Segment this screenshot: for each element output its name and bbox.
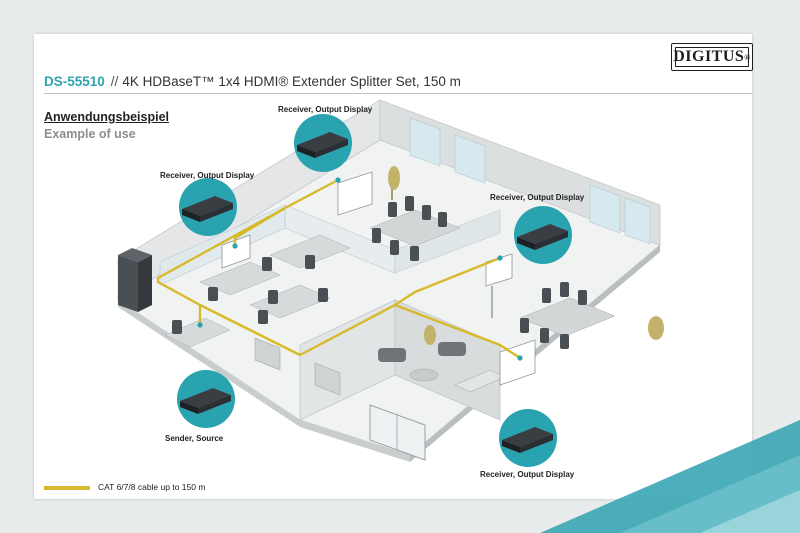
legend-cable-swatch — [44, 486, 90, 490]
desk — [164, 317, 231, 348]
connection-point — [197, 322, 203, 328]
sofa — [438, 342, 466, 356]
product-code: DS-55510 — [44, 74, 105, 89]
chair — [438, 212, 447, 227]
chair — [542, 288, 551, 303]
chair — [372, 228, 381, 243]
chair — [410, 246, 419, 261]
logo-mark: ® — [744, 52, 751, 62]
plant — [648, 316, 664, 340]
chair — [422, 205, 431, 220]
desk — [249, 284, 331, 319]
chair — [560, 282, 569, 297]
plant — [424, 325, 436, 345]
door — [369, 404, 426, 461]
door — [254, 337, 281, 371]
chair — [388, 202, 397, 217]
chair — [405, 196, 414, 211]
section-title-en: Example of use — [44, 127, 136, 141]
chair — [520, 318, 529, 333]
desk — [199, 261, 281, 296]
section-title-de: Anwendungsbeispiel — [44, 110, 170, 124]
chair — [540, 328, 549, 343]
desk — [269, 234, 351, 269]
chair — [318, 288, 328, 302]
server-rack — [138, 255, 152, 312]
window — [454, 134, 486, 184]
connection-point — [517, 355, 523, 361]
chair — [390, 240, 399, 255]
whiteboard — [221, 234, 251, 269]
chair — [172, 320, 182, 334]
connection-point — [232, 243, 238, 249]
page-title: DS-55510 //4K HDBaseT™ 1x4 HDMI® Extender… — [44, 74, 461, 89]
corner-decoration — [700, 490, 800, 533]
receiver-left-label: Receiver, Output Display — [160, 171, 255, 180]
conference-table — [519, 297, 616, 337]
sender-device — [177, 370, 235, 428]
legend-cable-label: CAT 6/7/8 cable up to 150 m — [98, 482, 206, 492]
conference-table — [369, 209, 461, 247]
chair — [262, 257, 272, 271]
logo-frame — [675, 47, 749, 67]
receiver-bottom-device — [499, 409, 557, 467]
chair — [258, 310, 268, 324]
chair — [208, 287, 218, 301]
window — [589, 184, 621, 234]
receiver-right-label: Receiver, Output Display — [490, 193, 585, 202]
sender-label: Sender, Source — [165, 434, 224, 443]
chair — [560, 334, 569, 349]
wall — [394, 209, 501, 274]
chair — [305, 255, 315, 269]
logo-text: DIGITUS — [673, 48, 745, 65]
digitus-logo: DIGITUS® — [671, 43, 753, 71]
server-rack — [118, 248, 152, 262]
window — [624, 197, 651, 245]
title-separator: // — [110, 74, 119, 89]
receiver-top-label: Receiver, Output Display — [278, 105, 373, 114]
receiver-left-device — [179, 178, 237, 236]
connection-point — [335, 177, 341, 183]
floor-edge — [118, 300, 410, 462]
chair — [578, 290, 587, 305]
connection-point — [497, 255, 503, 261]
coffee-table — [409, 368, 439, 382]
window — [409, 117, 441, 167]
whiteboard — [337, 171, 373, 216]
receiver-right-device — [514, 206, 572, 264]
receiver-bottom-label: Receiver, Output Display — [480, 470, 575, 479]
receiver-top-device — [294, 114, 352, 172]
header-divider — [44, 93, 752, 94]
server-rack — [118, 255, 138, 312]
product-title: 4K HDBaseT™ 1x4 HDMI® Extender Splitter … — [122, 74, 461, 89]
cat-cable-route — [156, 178, 522, 360]
sofa — [378, 348, 406, 362]
chair — [268, 290, 278, 304]
door — [314, 362, 341, 396]
plant — [388, 166, 400, 190]
